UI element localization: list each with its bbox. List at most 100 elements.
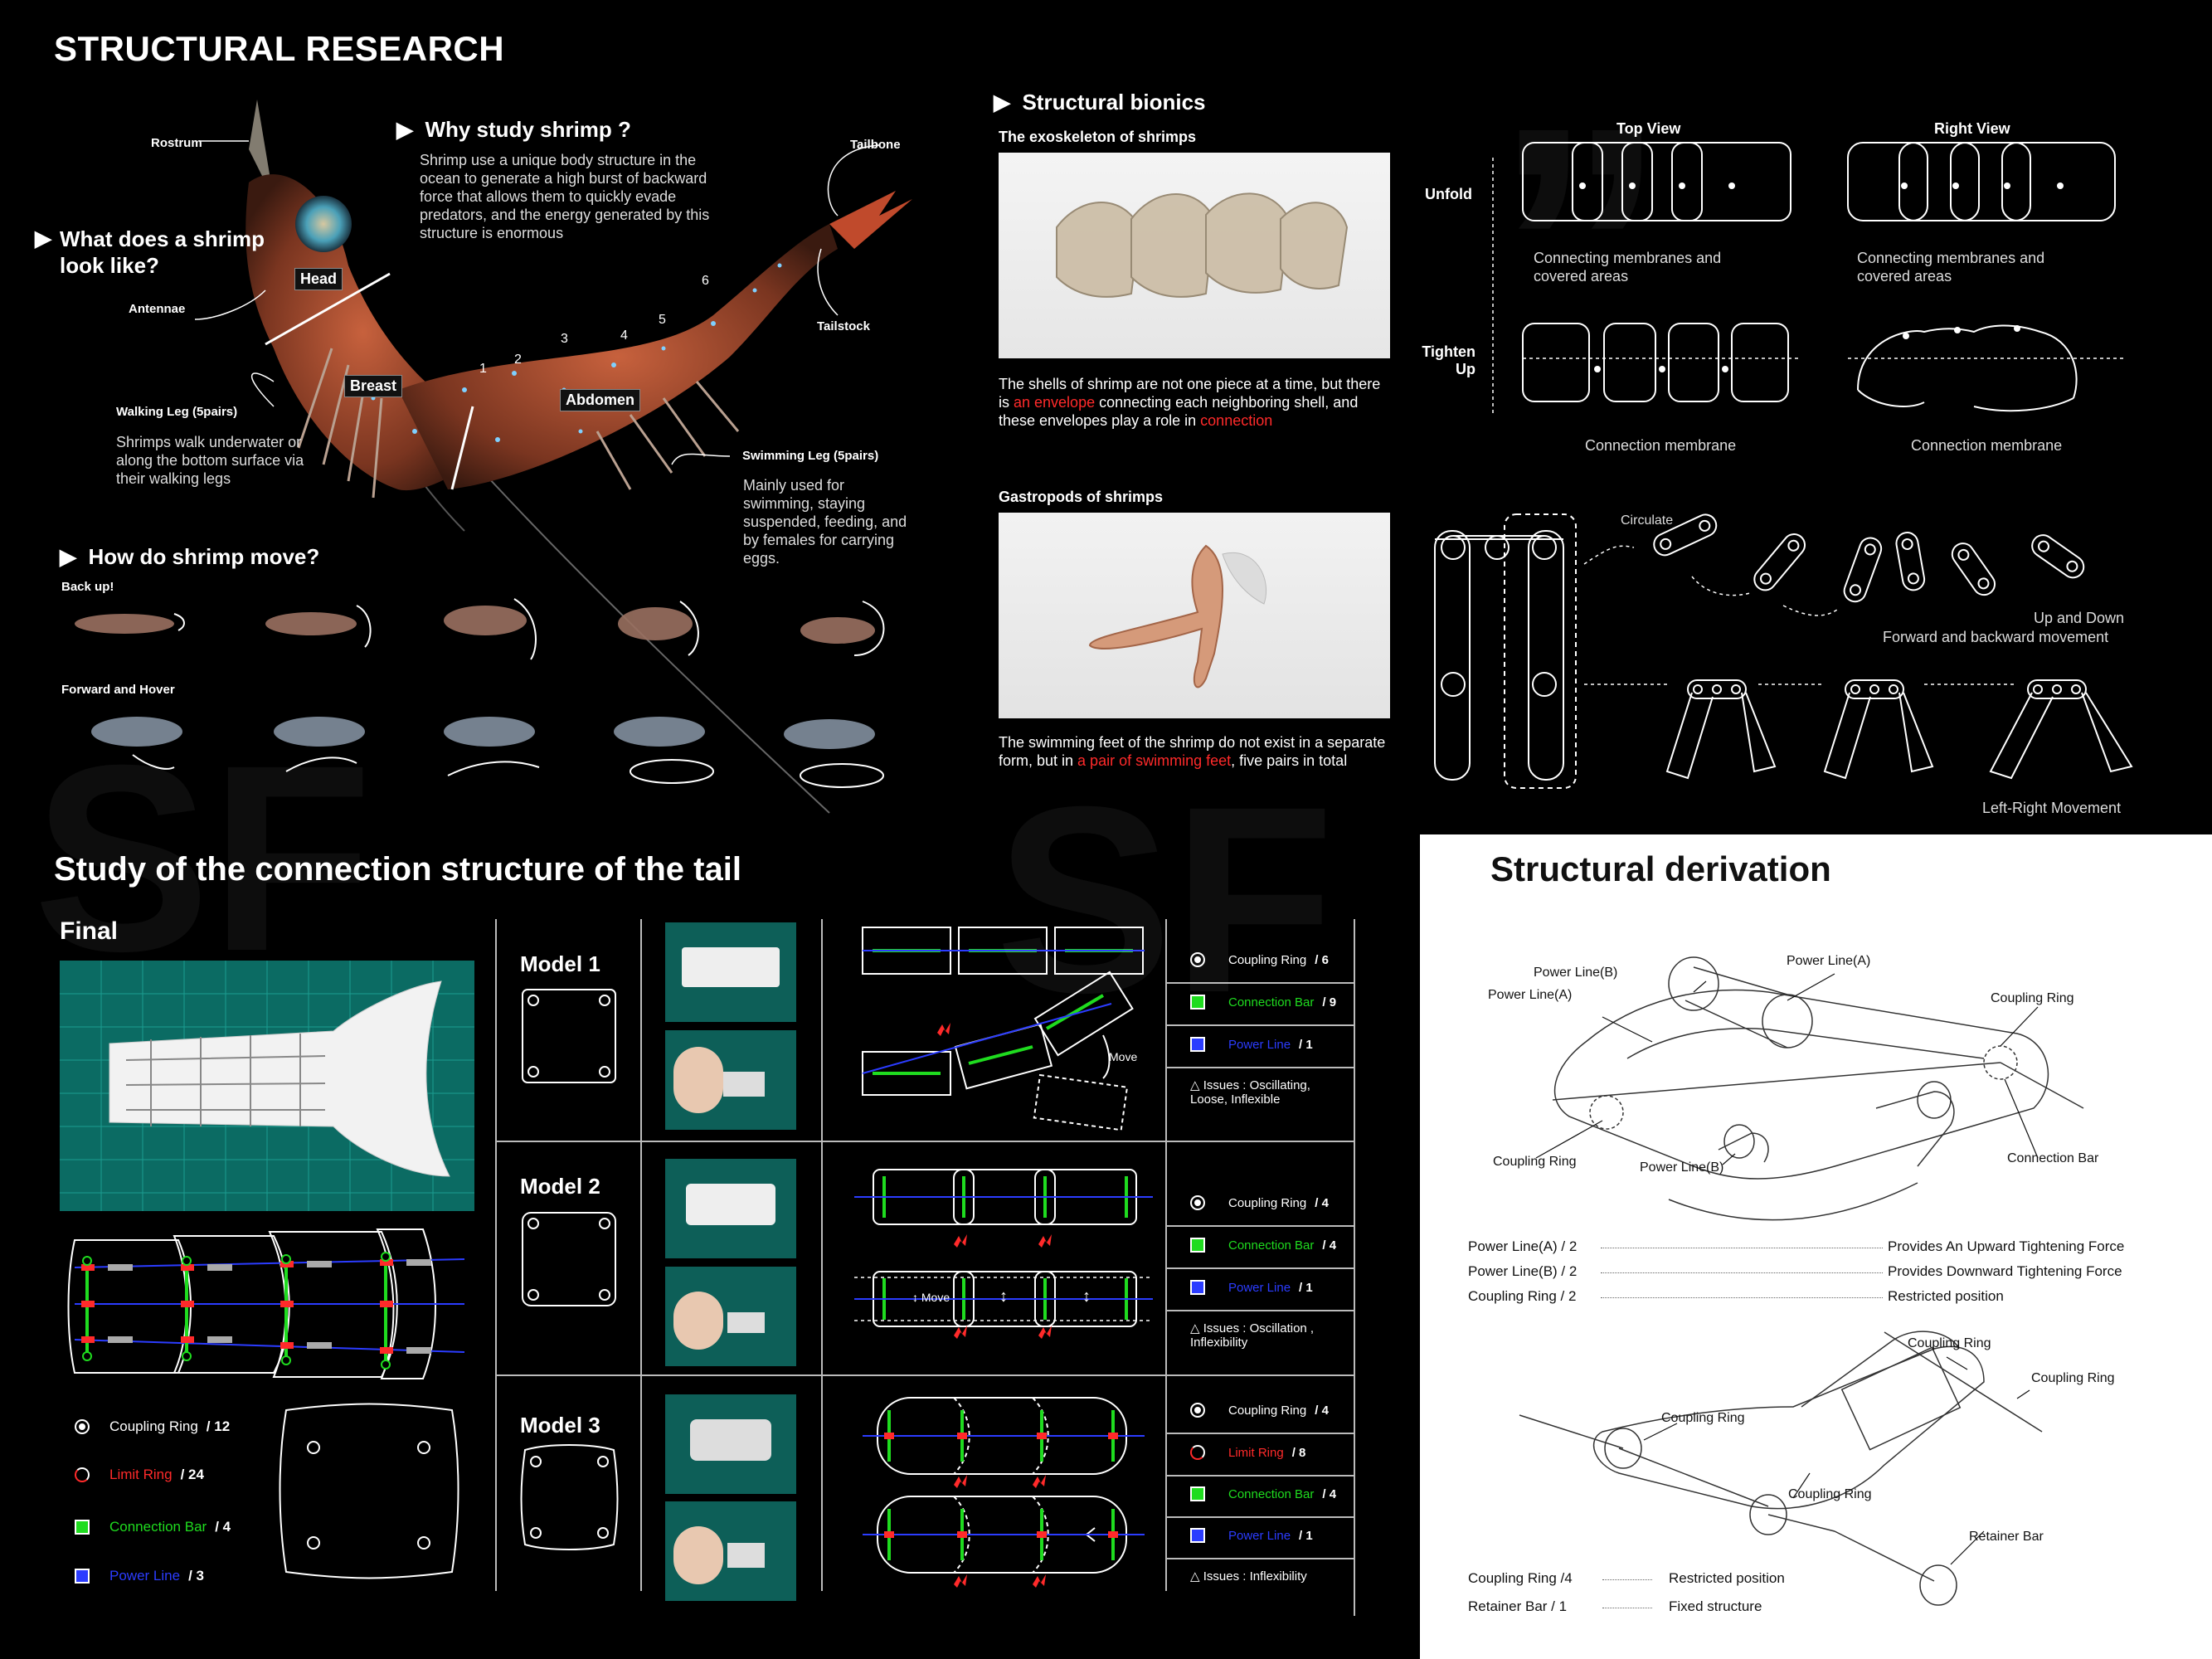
warning-triangle-icon: △ — [1190, 1569, 1200, 1584]
derivation-panel: Structural derivation Power Li — [1420, 834, 2212, 1659]
what-heading: What does a shrimp look like? — [60, 226, 265, 278]
model-1-photo-b — [665, 1030, 796, 1130]
final-legend-power: Power Line / 3 — [75, 1568, 204, 1584]
unfold-label: Unfold — [1425, 186, 1472, 202]
model-legend-label: Power Line — [1228, 1528, 1291, 1543]
model-issues: △ Issues : Oscillating, Loose, Inflexibl… — [1190, 1078, 1339, 1107]
segment-1: 1 — [479, 362, 487, 376]
label-coupling-ring-b2: Coupling Ring — [2031, 1371, 2115, 1385]
legend-divider — [1165, 1516, 1354, 1518]
final-legend-power-count: / 3 — [188, 1568, 204, 1584]
forward-hover-sequence — [91, 717, 884, 788]
exo-text-red2: connection — [1200, 412, 1273, 429]
model-legend-label: Power Line — [1228, 1037, 1291, 1052]
label-coupling-ring-l: Coupling Ring — [1493, 1155, 1577, 1169]
membrane-text-top: Connecting membranes and covered areas — [1534, 250, 1722, 285]
forward-hover-label: Forward and Hover — [61, 683, 175, 697]
spec2-right: Restricted position — [1669, 1570, 1785, 1586]
final-legend-coupling-count: / 12 — [206, 1418, 231, 1434]
final-legend-coupling: Coupling Ring / 12 — [75, 1418, 230, 1435]
membrane-diagrams — [1492, 142, 2123, 415]
limit-ring-icon — [75, 1467, 90, 1482]
up-down-label: Up and Down — [2034, 610, 2125, 626]
model-legend-label: Connection Bar — [1228, 1486, 1315, 1501]
label-coupling-ring-b1: Coupling Ring — [1908, 1336, 1991, 1350]
label-breast: Breast — [344, 375, 403, 397]
spec1-left: Power Line(A) / 2 — [1468, 1238, 1578, 1254]
table-divider — [495, 1374, 1354, 1376]
swimming-leg-text: Mainly used for swimming, staying suspen… — [743, 477, 907, 567]
label-coupling-ring-b3: Coupling Ring — [1661, 1411, 1745, 1425]
coupling-ring-icon — [1190, 952, 1205, 967]
warning-triangle-icon: △ — [1190, 1321, 1200, 1335]
model-legend-count: / 4 — [1322, 1238, 1337, 1253]
table-divider — [821, 919, 823, 1591]
model-2-name: Model 2 — [520, 1174, 600, 1199]
model-legend-row: Coupling Ring/ 6 — [1190, 952, 1329, 967]
spec1-left: Coupling Ring / 2 — [1468, 1288, 1577, 1304]
why-heading: ▶ Why study shrimp ? — [396, 117, 631, 142]
model-2-photo-b — [665, 1267, 796, 1366]
spec2-left: Retainer Bar / 1 — [1468, 1598, 1568, 1614]
model-legend-label: Coupling Ring — [1228, 1403, 1307, 1418]
limit-ring-icon — [1190, 1445, 1205, 1460]
exo-text-red1: an envelope — [1014, 394, 1096, 411]
model-legend-count: / 9 — [1322, 995, 1337, 1010]
model-legend-row: Power Line/ 1 — [1190, 1280, 1313, 1295]
final-legend-coupling-label: Coupling Ring — [109, 1418, 198, 1434]
model-2-move: ↕ Move — [912, 1291, 950, 1304]
exo-text: The shells of shrimp are not one piece a… — [999, 375, 1393, 430]
what-bullet: ▶ — [35, 226, 51, 251]
model-2-move-text: Move — [921, 1291, 950, 1304]
coupling-ring-icon — [75, 1419, 90, 1434]
label-retainer-bar: Retainer Bar — [1969, 1530, 2044, 1544]
spec2-left: Coupling Ring /4 — [1468, 1570, 1573, 1586]
model-1-name: Model 1 — [520, 951, 600, 976]
model-1-move: Move — [1109, 1050, 1138, 1063]
exo-title: The exoskeleton of shrimps — [999, 129, 1197, 145]
label-tailstock: Tailstock — [817, 319, 870, 333]
spec1-right: Provides An Upward Tightening Force — [1883, 1238, 2125, 1255]
legend-divider — [1165, 1267, 1354, 1269]
derivation-diagram-2 — [1519, 1331, 2043, 1606]
segment-2: 2 — [514, 353, 522, 367]
exoskeleton-photo — [999, 153, 1390, 358]
fwd-back-label: Forward and backward movement — [1883, 629, 2109, 645]
model-issues: △ Issues : Inflexibility — [1190, 1569, 1339, 1584]
spec1-leader — [1601, 1297, 1916, 1298]
exo-text-a: The shells of shrimp are not one piece a… — [999, 376, 1381, 411]
spec1-left: Power Line(B) / 2 — [1468, 1263, 1578, 1279]
leg-mechanism-diagrams — [1434, 513, 2133, 789]
model-legend-row: Connection Bar/ 4 — [1190, 1486, 1336, 1501]
label-connection-bar: Connection Bar — [2007, 1151, 2099, 1165]
back-up-label: Back up! — [61, 580, 114, 594]
right-view-label: Right View — [1934, 120, 2010, 137]
model-issues-text: Issues : Oscillation , Inflexibility — [1190, 1321, 1315, 1350]
model-3-photo-a — [665, 1394, 796, 1494]
backup-sequence — [75, 598, 885, 660]
segment-6: 6 — [702, 274, 709, 288]
final-legend-connection: Connection Bar / 4 — [75, 1519, 231, 1535]
power-line-icon — [1190, 1528, 1205, 1543]
model-plates — [520, 989, 619, 1550]
model-2-photo-a — [665, 1159, 796, 1258]
connection-bar-icon — [1190, 1238, 1205, 1253]
bionics-heading-text: Structural bionics — [1022, 90, 1206, 114]
model-schematics — [854, 927, 1153, 1588]
move-heading-text: How do shrimp move? — [88, 544, 320, 569]
gastro-text-a: The swimming feet of the shrimp do not e… — [999, 734, 1386, 769]
final-legend-power-label: Power Line — [109, 1568, 181, 1584]
legend-divider — [1165, 1475, 1354, 1477]
model-legend-row: Connection Bar/ 4 — [1190, 1238, 1336, 1253]
final-legend-limit-count: / 24 — [180, 1467, 204, 1482]
exo-text-b: connecting each neighboring shell, and t… — [999, 394, 1359, 429]
tighten-up-label: Tighten Up — [1422, 343, 1475, 377]
final-schematic — [67, 1228, 465, 1579]
label-power-line-b-top: Power Line(B) — [1534, 966, 1618, 980]
label-swimming-leg: Swimming Leg (5pairs) — [742, 449, 879, 463]
legend-divider — [1165, 1310, 1354, 1311]
final-legend-connection-label: Connection Bar — [109, 1519, 207, 1535]
spec1-leader — [1601, 1272, 1916, 1273]
model-legend-row: Coupling Ring/ 4 — [1190, 1195, 1329, 1210]
model-legend-row: Connection Bar/ 9 — [1190, 995, 1336, 1010]
